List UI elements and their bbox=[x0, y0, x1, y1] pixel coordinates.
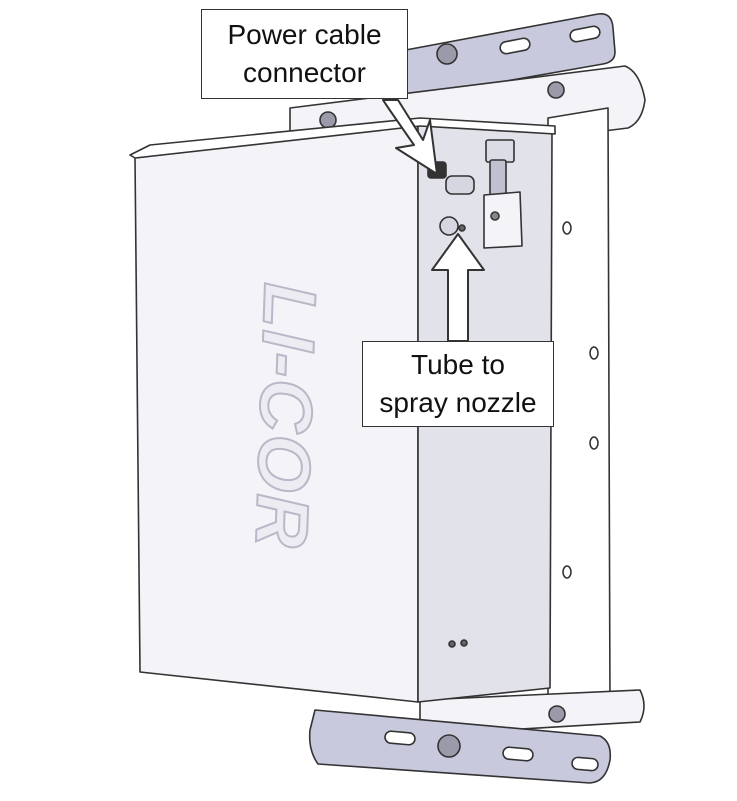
callout-label: Power cable bbox=[227, 19, 382, 50]
latch bbox=[483, 139, 523, 249]
spray-tube-fitting bbox=[439, 216, 466, 236]
callout-power-cable-connector: Power cable connector bbox=[201, 9, 408, 99]
arrow-to-power-connector bbox=[382, 99, 438, 175]
callout-tube-to-spray-nozzle: Tube to spray nozzle bbox=[362, 341, 554, 427]
licor-logo: LI-COR bbox=[239, 280, 333, 552]
arrow-to-spray-tube bbox=[431, 233, 485, 342]
svg-text:LI-COR: LI-COR bbox=[240, 281, 332, 551]
fitting bbox=[445, 175, 475, 195]
bottom-mounting-bracket bbox=[308, 709, 612, 784]
side-rail bbox=[547, 107, 611, 713]
top-mounting-bracket bbox=[394, 12, 616, 101]
callout-label: Tube to bbox=[411, 349, 505, 380]
screw bbox=[460, 639, 468, 647]
lower-mounting-plate bbox=[419, 689, 645, 736]
callout-label: connector bbox=[243, 57, 366, 88]
callout-label: spray nozzle bbox=[379, 387, 537, 418]
screw bbox=[448, 640, 456, 648]
